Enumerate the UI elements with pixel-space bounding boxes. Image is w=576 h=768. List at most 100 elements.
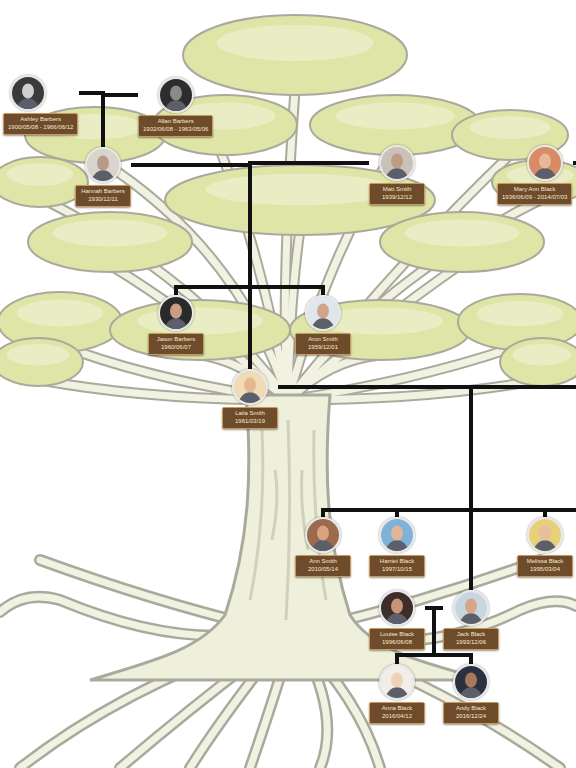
- photo-image: [381, 666, 413, 698]
- person-node: Laila Smith1961/03/19: [222, 369, 278, 427]
- person-photo: [379, 145, 415, 181]
- name-plaque: Matt Smith1939/12/12: [369, 183, 425, 205]
- tree-canopy: [0, 338, 83, 386]
- photo-shoulders: [385, 687, 409, 698]
- person-photo: [453, 664, 489, 700]
- person-dates: 1993/12/06: [448, 639, 494, 647]
- person-node: Aron Smith1959/12/01: [295, 295, 351, 353]
- person-name: Allan Barbers: [143, 118, 208, 126]
- photo-image: [455, 592, 487, 624]
- person-node: Ann Smith2010/05/14: [295, 517, 351, 575]
- person-photo: [453, 590, 489, 626]
- person-dates: 1959/12/01: [300, 344, 346, 352]
- name-plaque: Mary Ann Black1936/06/09 - 2014/07/03: [497, 183, 572, 205]
- photo-face: [170, 304, 182, 319]
- photo-shoulders: [311, 540, 335, 551]
- canopy-highlight: [405, 220, 520, 247]
- photo-image: [381, 592, 413, 624]
- name-plaque: Jason Barbers1960/06/07: [148, 333, 204, 355]
- tree-root-outline: [40, 560, 252, 625]
- photo-shoulders: [164, 100, 188, 111]
- person-node: Mary Ann Black1936/06/09 - 2014/07/03: [497, 145, 573, 203]
- family-connector: [250, 163, 369, 369]
- photo-face: [465, 673, 477, 688]
- person-name: Louise Black: [374, 631, 420, 639]
- photo-face: [317, 304, 329, 319]
- photo-shoulders: [533, 540, 557, 551]
- person-dates: 1930/12/11: [80, 196, 126, 204]
- person-photo: [158, 77, 194, 113]
- name-plaque: Jack Black1993/12/06: [443, 628, 499, 650]
- bark-stripe: [272, 470, 277, 540]
- bark-stripe: [286, 420, 290, 620]
- canopy-highlight: [469, 116, 550, 139]
- person-name: Aron Smith: [300, 336, 346, 344]
- family-connector: [103, 95, 138, 147]
- photo-face: [391, 673, 403, 688]
- person-name: Ashley Barbers: [8, 116, 73, 124]
- photo-shoulders: [533, 168, 557, 179]
- person-node: Matt Smith1939/12/12: [369, 145, 425, 203]
- person-photo: [158, 295, 194, 331]
- person-photo: [305, 295, 341, 331]
- family-connector: [278, 387, 471, 517]
- person-photo: [305, 517, 341, 553]
- photo-image: [234, 371, 266, 403]
- photo-face: [244, 378, 256, 393]
- tree-canopy: [500, 338, 576, 386]
- name-plaque: Andy Black2016/12/24: [443, 702, 499, 724]
- photo-image: [381, 519, 413, 551]
- person-name: Anna Black: [374, 705, 420, 713]
- family-connector: [131, 165, 250, 369]
- photo-shoulders: [459, 687, 483, 698]
- photo-face: [391, 526, 403, 541]
- tree-trunk: [90, 395, 486, 680]
- tree-canopy: [380, 212, 544, 272]
- canopy-highlight: [17, 300, 104, 327]
- person-name: Laila Smith: [227, 410, 273, 418]
- person-name: Hannah Barbers: [80, 188, 126, 196]
- person-name: Matt Smith: [374, 186, 420, 194]
- family-connector: [79, 93, 103, 147]
- canopy-highlight: [7, 344, 70, 366]
- family-connector: [176, 163, 369, 295]
- photo-shoulders: [459, 613, 483, 624]
- canopy-highlight: [6, 163, 73, 186]
- canopy-highlight: [336, 103, 455, 130]
- photo-shoulders: [91, 170, 115, 181]
- photo-image: [529, 519, 561, 551]
- person-dates: 1936/06/09 - 2014/07/03: [502, 194, 567, 202]
- photo-shoulders: [164, 318, 188, 329]
- person-photo: [379, 517, 415, 553]
- name-plaque: Louise Black1996/06/08: [369, 628, 425, 650]
- name-plaque: Laila Smith1961/03/19: [222, 407, 278, 429]
- person-dates: 1939/12/12: [374, 194, 420, 202]
- name-plaque: Aron Smith1959/12/01: [295, 333, 351, 355]
- person-name: Melissa Black: [522, 558, 568, 566]
- person-node: Louise Black1996/06/08: [369, 590, 425, 648]
- family-connector: [131, 165, 250, 295]
- photo-face: [465, 599, 477, 614]
- photo-shoulders: [16, 98, 40, 109]
- family-connector: [278, 387, 545, 517]
- person-photo: [379, 590, 415, 626]
- person-node: Ashley Barbers1900/05/08 - 1966/06/12: [3, 75, 79, 133]
- name-plaque: Melissa Black1995/03/04: [517, 555, 573, 577]
- person-photo: [10, 75, 46, 111]
- tree-canopy: [28, 212, 192, 272]
- canopy-highlight: [206, 174, 395, 206]
- person-node: Andy Black2016/12/24: [443, 664, 499, 722]
- photo-face: [539, 526, 551, 541]
- family-line: [573, 161, 576, 165]
- person-dates: 1996/06/08: [374, 639, 420, 647]
- photo-image: [87, 149, 119, 181]
- tree-branch: [288, 230, 300, 400]
- person-node: Hannah Barbers1930/12/11: [75, 147, 131, 205]
- photo-face: [391, 154, 403, 169]
- person-dates: 2016/12/24: [448, 713, 494, 721]
- canopy-highlight: [137, 308, 263, 335]
- person-name: Ann Smith: [300, 558, 346, 566]
- photo-shoulders: [385, 168, 409, 179]
- person-photo: [527, 145, 563, 181]
